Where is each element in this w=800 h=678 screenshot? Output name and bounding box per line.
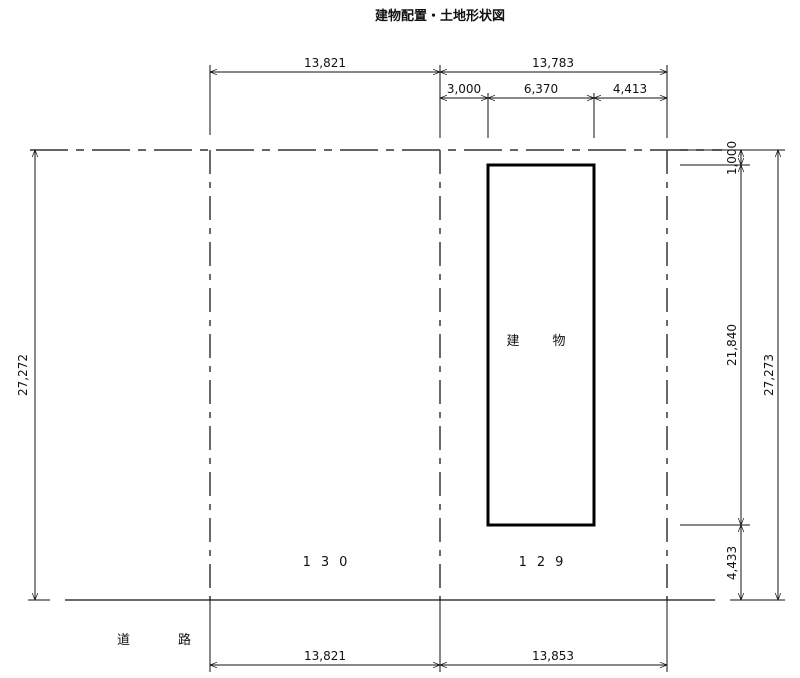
dim-top-sub-2: 6,370 — [524, 82, 558, 96]
dim-top-sub-1: 3,000 — [447, 82, 481, 96]
dim-right-height: 27,273 — [762, 354, 776, 396]
road-label-1: 道 — [117, 633, 130, 648]
dim-left-height: 27,272 — [16, 354, 30, 396]
road-label-2: 路 — [178, 632, 191, 648]
drawing-title: 建物配置・土地形状図 — [375, 8, 505, 24]
building-outline — [486, 163, 596, 527]
dim-right-bottom-offset: 4,433 — [725, 546, 739, 580]
dim-right-top-offset: 1,000 — [725, 141, 739, 175]
dim-bottom-left: 13,821 — [304, 649, 346, 663]
lot-number-129: 129 — [519, 555, 574, 570]
dim-right-building: 21,840 — [725, 324, 739, 366]
dim-top-sub-3: 4,413 — [613, 82, 647, 96]
dim-top-right: 13,783 — [532, 56, 574, 70]
dim-top-left: 13,821 — [304, 56, 346, 70]
lot-number-130: 130 — [303, 555, 358, 570]
building-label: 建 物 — [506, 334, 575, 349]
dim-bottom-right: 13,853 — [532, 649, 574, 663]
